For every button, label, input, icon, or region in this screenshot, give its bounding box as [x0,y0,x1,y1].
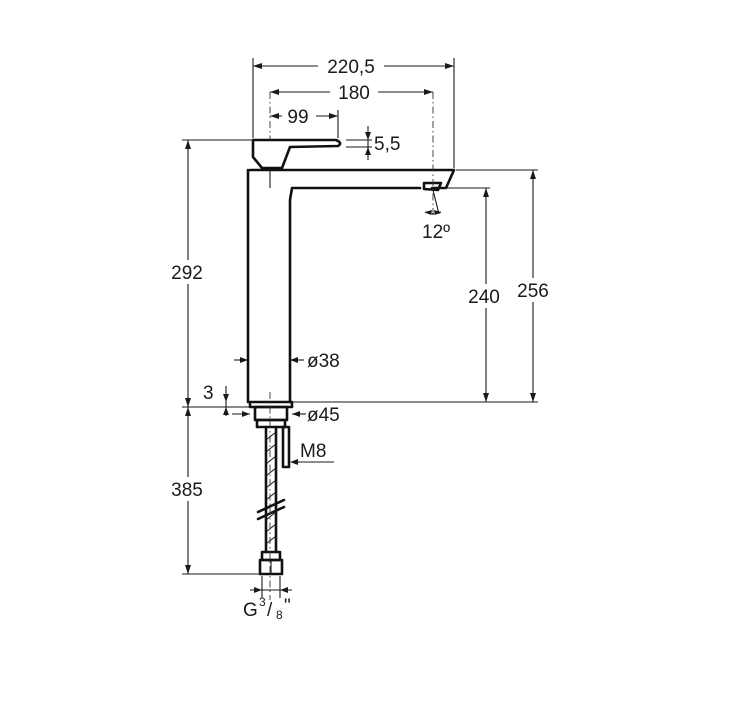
label-outlet-angle: 12º [422,222,450,243]
label-hose-length: 385 [171,480,203,501]
dimension-lines [185,63,536,593]
dimension-labels: 220,5 180 99 5,5 12º 292 240 256 ø38 3 ø… [163,54,558,622]
label-connection-num: 3 [259,595,266,609]
spout-outlet [422,181,443,192]
label-lever-reach: 99 [287,107,308,128]
label-connection: G 3 / 8 " [243,595,291,622]
label-bg-spout-height [462,284,510,308]
threaded-rod [281,425,291,469]
braided-hose [264,425,278,554]
label-bg-total-height [163,260,213,284]
label-body-diameter: ø38 [307,351,340,372]
base-nut [255,418,287,429]
label-base-diameter: ø45 [307,405,340,426]
center-lines [269,92,434,600]
angle-line-outlet [432,189,440,215]
arrows-angle [425,210,441,215]
label-bg-overall [318,54,384,76]
label-bg-lever [282,104,316,126]
label-lever-offset: 5,5 [374,134,400,155]
faucet-body-outline [246,138,456,576]
label-connection-den: 8 [276,608,283,622]
arrows-5-5 [365,132,371,155]
arrows-base-gap [223,394,229,415]
label-connection-prefix: G [243,600,258,621]
arrow-thread [290,459,298,465]
arrows-base-diameter [242,411,300,417]
label-connection-slash: / [267,600,273,621]
label-bg-spout [330,80,378,102]
arrows-connection [254,587,288,593]
label-thread: M8 [300,441,326,462]
label-bg-hose-length [163,477,213,501]
body-left-and-spout [246,168,456,404]
label-bg-outlet-height [510,278,558,302]
extension-lines [182,58,538,598]
hose-braid [265,431,277,545]
label-spout-reach: 180 [338,83,370,104]
base-collar [253,405,289,422]
label-connection-suffix: " [284,596,291,617]
label-base-gap: 3 [203,383,214,404]
label-overall-reach: 220,5 [327,57,375,78]
lever-handle [251,138,342,170]
label-outlet-height: 256 [517,281,549,302]
label-total-height: 292 [171,263,203,284]
hose-break-mark [256,498,286,521]
label-spout-height: 240 [468,287,500,308]
